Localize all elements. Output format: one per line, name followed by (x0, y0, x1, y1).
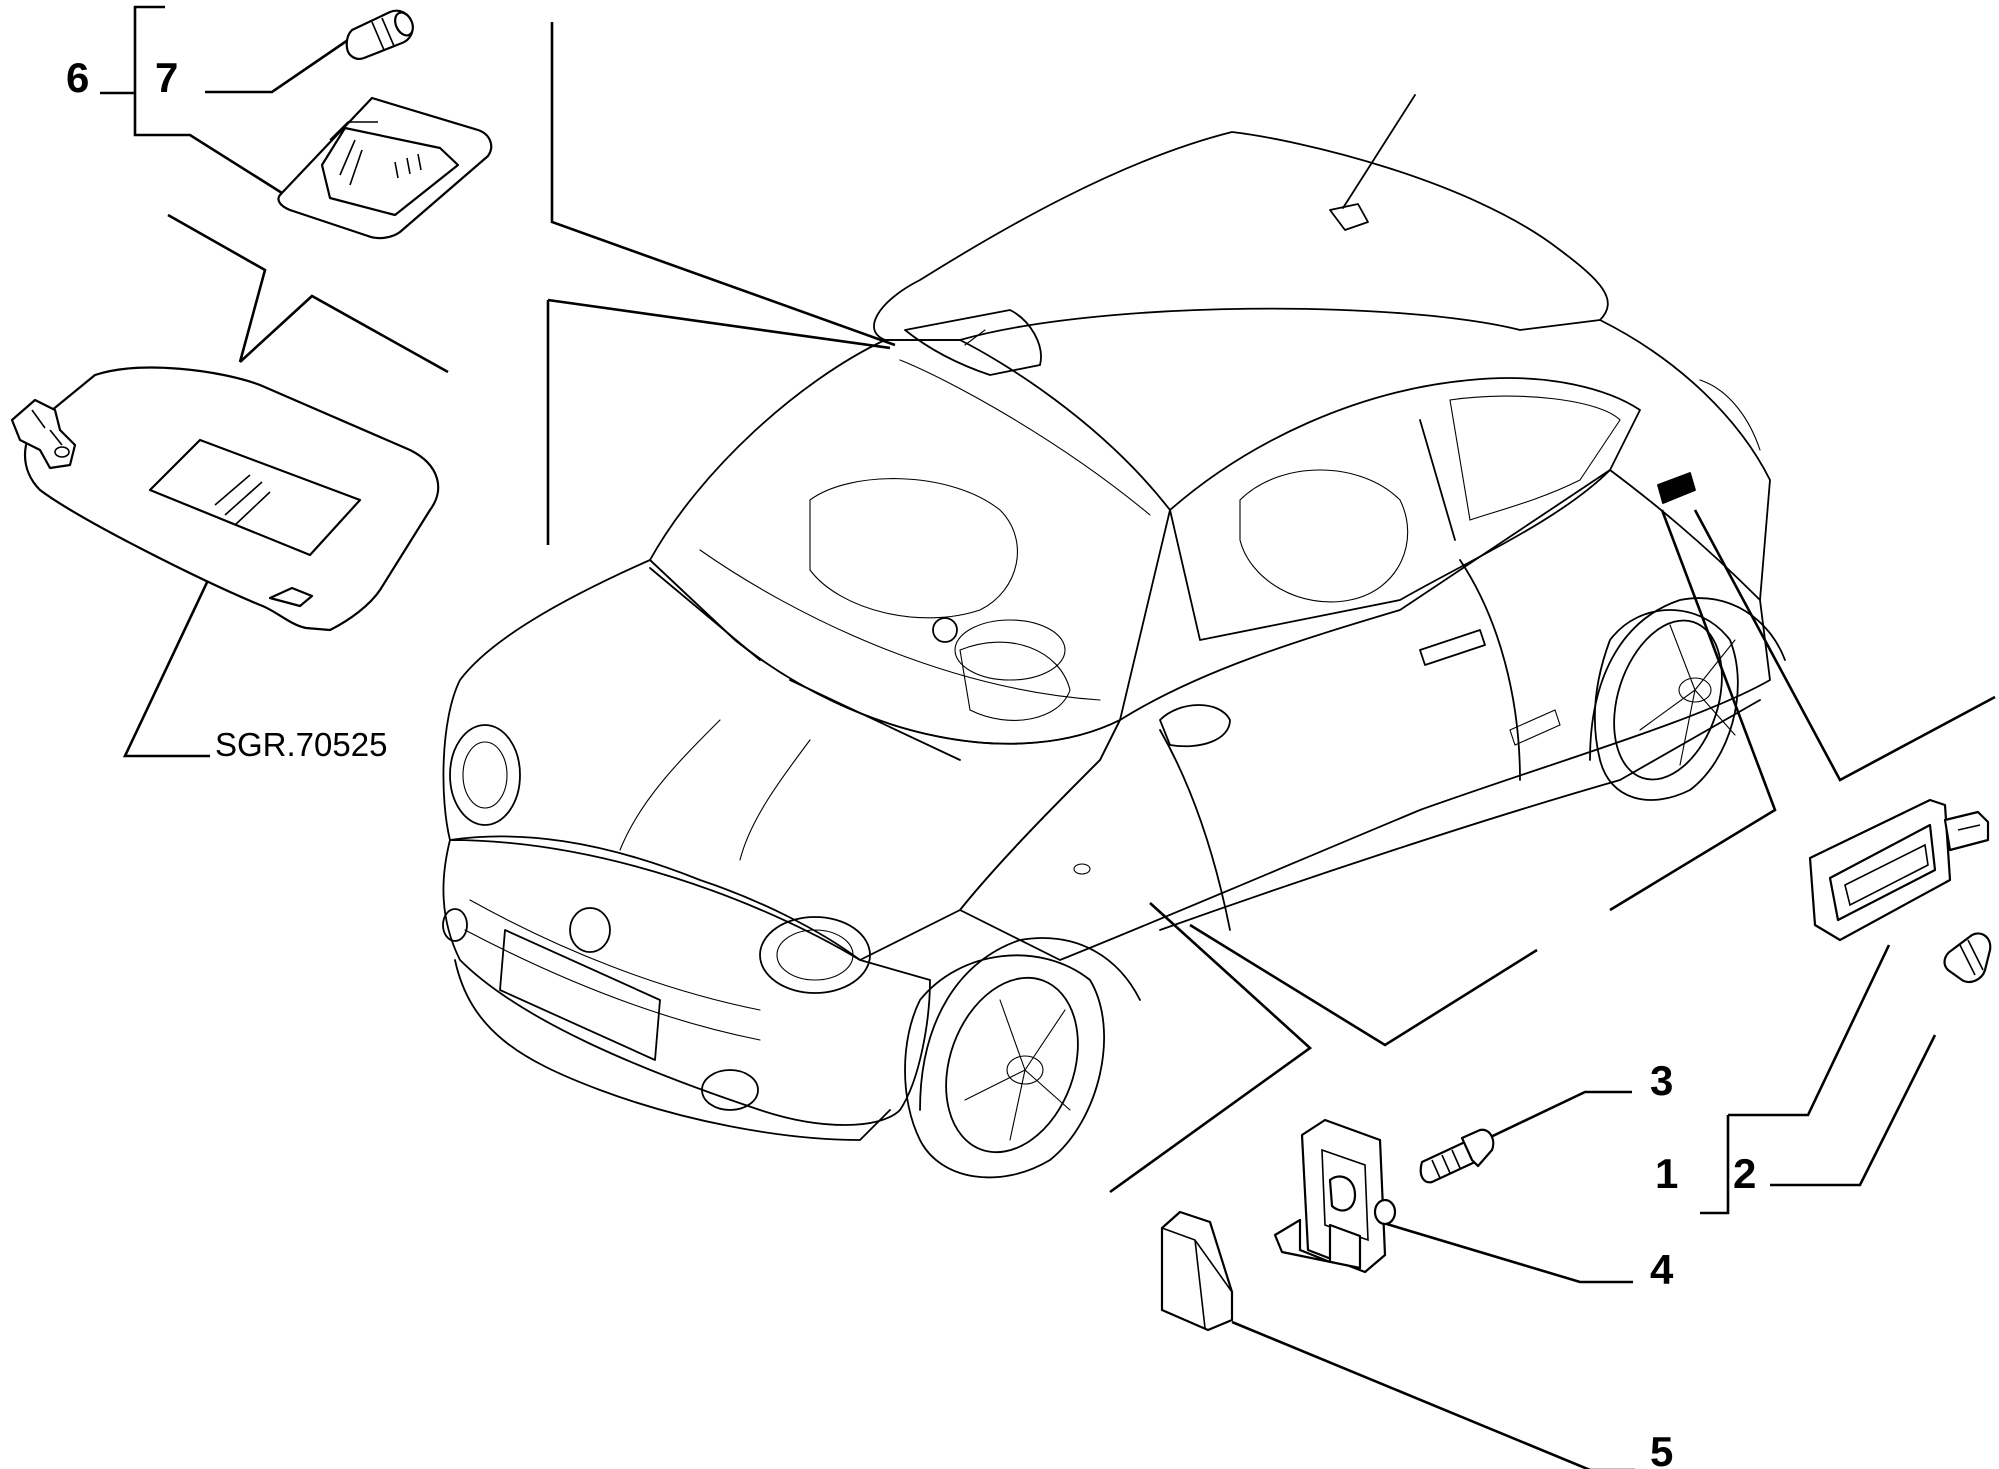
leader-lines (100, 5, 1996, 1469)
callout-5: 5 (1650, 1428, 1673, 1469)
sun-visor (10, 366, 440, 632)
part-1-side-lamp (1808, 798, 1990, 942)
car-illustration (442, 94, 1786, 1179)
callout-labels: 6 7 3 1 2 4 5 SGR.70525 (66, 54, 1756, 1469)
part-6-courtesy-lamp (277, 96, 493, 240)
part-2-side-lamp-bulb (1943, 932, 1992, 984)
reference-code: SGR.70525 (215, 726, 387, 763)
part-7-bulb (345, 9, 414, 60)
callout-6: 6 (66, 54, 89, 101)
callout-7: 7 (155, 54, 178, 101)
callout-1: 1 (1655, 1150, 1678, 1197)
callout-4: 4 (1650, 1246, 1674, 1293)
callout-3: 3 (1650, 1057, 1673, 1104)
part-5-cap (1160, 1210, 1234, 1332)
part-3-screw (1419, 1128, 1495, 1184)
part-4-bracket (1273, 1118, 1397, 1274)
callout-2: 2 (1733, 1150, 1756, 1197)
